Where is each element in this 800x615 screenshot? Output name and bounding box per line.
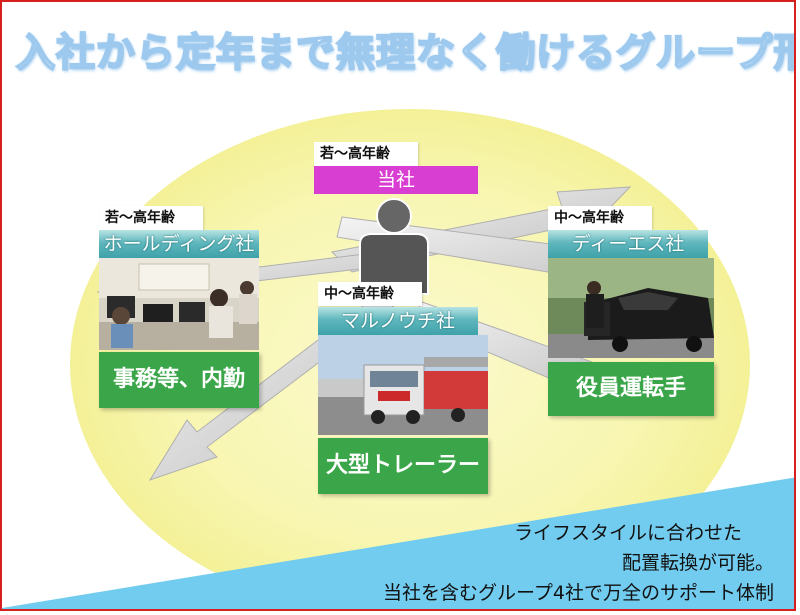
marunouchi-company-tag: マルノウチ社 <box>318 307 478 335</box>
truck-photo <box>318 335 488 435</box>
office-photo <box>99 258 259 350</box>
dies-age-tag: 中～高年齢 <box>548 206 652 230</box>
holding-role-box: 事務等、内勤 <box>99 352 259 408</box>
center-age-tag: 若～高年齢 <box>314 142 418 166</box>
slide-title: 入社から定年まで無理なく働けるグループ形態 <box>15 30 796 77</box>
holding-company-tag: ホールディング社 <box>99 230 259 258</box>
bottom-text-line3: 当社を含むグループ4社で万全のサポート体制 <box>383 582 774 604</box>
bottom-text-line1: ライフスタイルに合わせた <box>513 522 742 544</box>
chauffeur-photo <box>548 258 714 358</box>
dies-role-box: 役員運転手 <box>548 362 714 416</box>
bottom-blue-band <box>2 477 794 609</box>
center-company-tag: 当社 <box>314 166 478 194</box>
marunouchi-role-box: 大型トレーラー <box>318 438 488 494</box>
bottom-text-line2: 配置転換が可能。 <box>621 552 774 574</box>
holding-age-tag: 若～高年齢 <box>99 206 203 230</box>
marunouchi-age-tag: 中～高年齢 <box>318 282 422 306</box>
dies-company-tag: ディーエス社 <box>548 230 708 258</box>
